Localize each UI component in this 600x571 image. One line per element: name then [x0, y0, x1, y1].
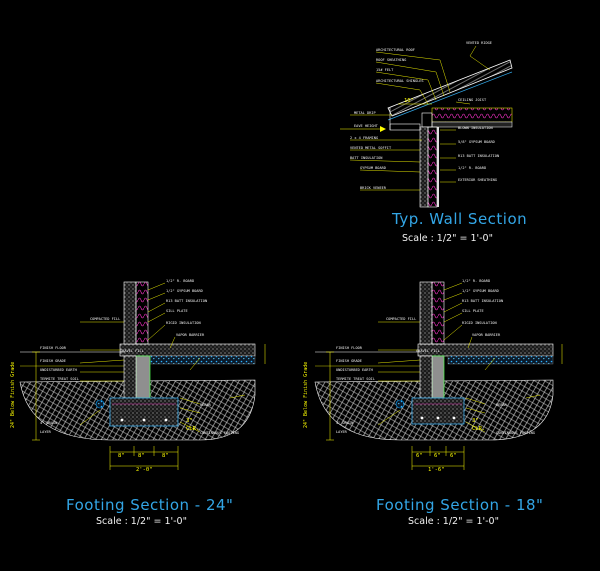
wall-note-13: BLOWN INSULATION — [458, 126, 493, 130]
wall-note-17: EXTERIOR SHEATHING — [458, 178, 497, 182]
wall-note-16: 1/2" R. BOARD — [458, 166, 487, 170]
footing_24-dim-0: 8" — [118, 453, 125, 459]
footing-24-drawing — [19, 281, 266, 470]
footing_24-right-note-0: 1/2" R. BOARD — [166, 279, 195, 283]
footing-18-depth-label: 24" Below Finish Grade — [303, 361, 309, 428]
footing_18-dim-0: 6" — [416, 453, 423, 459]
footing-18-scale: Scale : 1/2" = 1'-0" — [408, 516, 499, 527]
footing_24-left-note-4: 4" DRAIN — [40, 421, 58, 425]
footing_18-left-note-2: UNDISTURBED EARTH — [336, 368, 373, 372]
wall-note-10: GYPSUM BOARD — [360, 166, 386, 170]
wall-section-drawing — [340, 45, 513, 208]
footing_18-right-note-2: R13 BATT INSULATION — [462, 299, 504, 303]
footing_24-dim-5: CLR. — [186, 426, 200, 432]
footing_18-right-note-7: COMPACTED FILL — [386, 317, 417, 321]
wall-note-6: EAVE HEIGHT — [354, 124, 378, 128]
footing-24-depth-label: 24" Below Finish Grade — [10, 361, 16, 428]
footing_18-left-note-1: FINISH GRADE — [336, 359, 362, 363]
footing_24-left-note-1: FINISH GRADE — [40, 359, 66, 363]
footing_18-dim-5: CLR. — [472, 426, 486, 432]
footing_24-dim-4: 3" — [186, 418, 193, 424]
footing_24-left-note-0: FINISH FLOOR — [40, 346, 66, 350]
footing_18-dim-3: 1'-6" — [428, 467, 445, 473]
footing_18-dim-1: 6" — [434, 453, 441, 459]
wall-note-0: ARCHITECTURAL ROOF — [376, 48, 415, 52]
footing_24-right-note-5: VAPOR BARRIER — [176, 333, 205, 337]
footing_18-right-note-9: CONTINUOUS FOOTING — [496, 431, 535, 435]
footing_18-left-note-4: 4" DRAIN — [336, 421, 354, 425]
footing_24-right-note-6: GRAVEL FILL — [120, 349, 144, 353]
footing_18-right-note-3: SILL PLATE — [462, 309, 484, 313]
footing_24-left-note-3: TERMITE TREAT SOIL — [40, 377, 79, 381]
wall-note-1: ROOF SHEATHING — [376, 58, 407, 62]
footing_18-dim-4: 3" — [472, 418, 479, 424]
footing_18-right-note-0: 1/2" R. BOARD — [462, 279, 491, 283]
footing_24-right-note-8: REBAR — [200, 403, 211, 407]
footing_18-right-note-4: RIGID INSULATION — [462, 321, 497, 325]
wall-note-11: BRICK VENEER — [360, 186, 386, 190]
footing_24-dim-3: 2'-0" — [136, 467, 153, 473]
footing_24-dim-1: 8" — [138, 453, 145, 459]
wall-note-15: R13 BATT INSULATION — [458, 154, 500, 158]
wall-note-5: METAL DRIP — [354, 111, 376, 115]
footing_18-right-note-5: VAPOR BARRIER — [472, 333, 501, 337]
wall-note-7: 2 x 4 FRAMING — [350, 136, 379, 140]
footing_24-right-note-9: CONTINUOUS FOOTING — [200, 431, 239, 435]
footing-18-drawing — [314, 281, 563, 470]
wall-note-4: VENTED RIDGE — [466, 41, 492, 45]
footing_24-right-note-4: RIGID INSULATION — [166, 321, 201, 325]
footing_18-left-note-5: LAYER — [336, 430, 347, 434]
footing_18-right-note-8: REBAR — [496, 403, 507, 407]
footing_18-dim-2: 6" — [450, 453, 457, 459]
footing_24-right-note-2: R13 BATT INSULATION — [166, 299, 208, 303]
wall-note-14: 5/8" GYPSUM BOARD — [458, 140, 495, 144]
footing-18-title: Footing Section - 18" — [376, 496, 544, 514]
footing-24-scale: Scale : 1/2" = 1'-0" — [96, 516, 187, 527]
footing_18-right-note-1: 1/2" GYPSUM BOARD — [462, 289, 499, 293]
wall-note-3: ARCHITECTURAL SHINGLES — [376, 79, 424, 83]
wall-section-title: Typ. Wall Section — [392, 210, 528, 228]
wall-section-scale: Scale : 1/2" = 1'-0" — [402, 233, 493, 244]
footing_24-left-note-5: LAYER — [40, 430, 51, 434]
footing_24-left-note-2: UNDISTURBED EARTH — [40, 368, 77, 372]
wall-note-8: VENTED METAL SOFFIT — [350, 146, 392, 150]
footing_18-left-note-0: FINISH FLOOR — [336, 346, 362, 350]
footing_24-right-note-3: SILL PLATE — [166, 309, 188, 313]
wall-note-9: BATT INSULATION — [350, 156, 383, 160]
footing_18-left-note-3: TERMITE TREAT SOIL — [336, 377, 375, 381]
wall-note-12: CEILING JOIST — [458, 98, 487, 102]
footing_24-right-note-1: 1/2" GYPSUM BOARD — [166, 289, 203, 293]
footing_24-dim-2: 8" — [162, 453, 169, 459]
wall-dim-0: 16" — [404, 98, 414, 104]
footing_18-right-note-6: GRAVEL FILL — [416, 349, 440, 353]
footing-24-title: Footing Section - 24" — [66, 496, 234, 514]
wall-note-2: 15# FELT — [376, 68, 394, 72]
footing_24-right-note-7: COMPACTED FILL — [90, 317, 121, 321]
